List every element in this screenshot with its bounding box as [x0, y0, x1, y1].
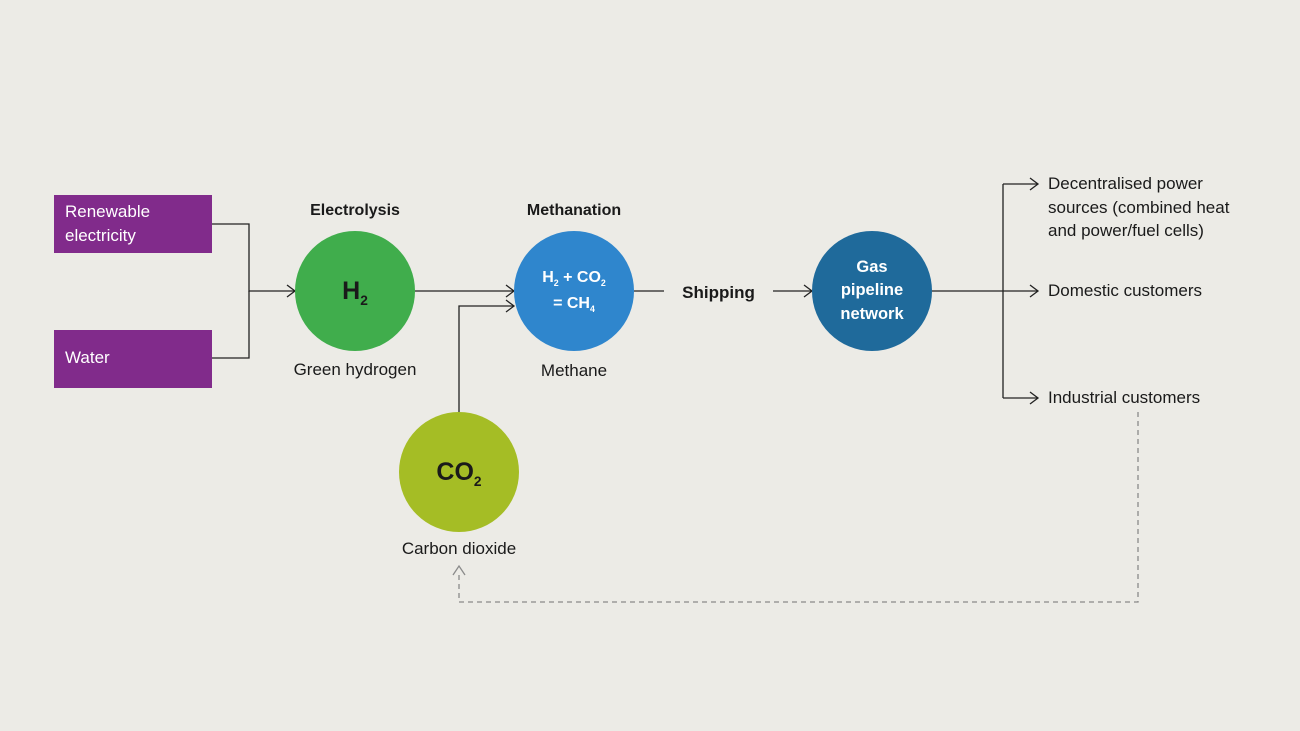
shipping-label: Shipping [682, 283, 755, 302]
arrowhead-return-co2 [452, 564, 466, 576]
methane-circle: H2 + CO2 = CH4 [514, 231, 634, 351]
decentralised-power-label: Decentralised power sources (combined he… [1048, 174, 1230, 240]
renewable-label-line2: electricity [65, 226, 136, 245]
renewable-electricity-box: Renewable electricity [54, 195, 212, 253]
green-hydrogen-caption: Green hydrogen [293, 360, 417, 379]
arrowhead-co2 [505, 299, 516, 313]
methane-caption: Methane [540, 361, 608, 380]
dashed-return-co2 [458, 412, 1139, 603]
gas-pipeline-label: Gas pipeline network [840, 257, 904, 323]
connector-renewable [212, 223, 295, 292]
industrial-customers-label: Industrial customers [1048, 388, 1201, 407]
arrowhead-decentralised [1029, 177, 1040, 191]
hydrogen-circle: H2 [295, 231, 415, 351]
connector-water [212, 291, 250, 359]
water-box: Water [54, 330, 212, 388]
electrolysis-heading: Electrolysis [310, 202, 400, 219]
arrowhead-industrial [1029, 391, 1040, 405]
gas-pipeline-circle: Gas pipeline network [812, 231, 932, 351]
renewable-label-line1: Renewable [65, 202, 151, 221]
water-label: Water [65, 348, 110, 367]
hydrogen-symbol: H2 [342, 276, 368, 308]
co2-symbol: CO2 [436, 457, 482, 489]
domestic-customers-label: Domestic customers [1048, 281, 1202, 300]
methanation-equation: H2 + CO2 = CH4 [542, 269, 606, 314]
arrowhead-domestic [1029, 284, 1040, 298]
connector-co2-to-methanation [458, 305, 514, 412]
methanation-heading: Methanation [526, 202, 622, 219]
co2-circle: CO2 [399, 412, 519, 532]
carbon-dioxide-caption: Carbon dioxide [401, 539, 517, 558]
